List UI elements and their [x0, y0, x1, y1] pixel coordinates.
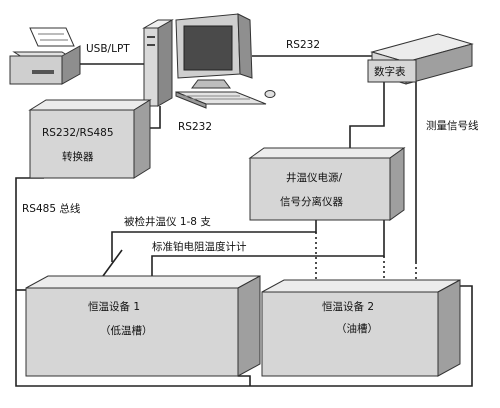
- rs485-bus-label: RS485 总线: [22, 202, 81, 215]
- rs232-cable-converter: [148, 106, 161, 129]
- bath-1-box: [25, 275, 261, 377]
- connection-lines: [15, 55, 473, 387]
- rs232-converter-label: RS232: [178, 121, 212, 133]
- power-splitter-box: [248, 147, 406, 221]
- converter-box: [28, 99, 152, 179]
- power-splitter-label-line2: 信号分离仪器: [280, 195, 343, 208]
- rs232-meter-label: RS232: [286, 39, 320, 51]
- signal-line-label: 测量信号线: [426, 119, 479, 132]
- rs485-bus-line: [15, 177, 473, 387]
- computer-icon: [142, 13, 276, 109]
- tested-thermometers-label: 被检井温仪 1-8 支: [124, 215, 211, 228]
- reference-thermometer-line: [151, 200, 385, 280]
- converter-label-line1: RS232/RS485: [42, 127, 114, 139]
- power-splitter-label-line1: 井温仪电源/: [286, 171, 342, 184]
- meter-power-line: [349, 82, 385, 148]
- converter-label-line2: 转换器: [62, 150, 94, 163]
- reference-thermometer-label: 标准铂电阻温度计计: [152, 240, 247, 253]
- bath-1-label-line2: （低温槽）: [100, 324, 153, 337]
- usb-lpt-label: USB/LPT: [86, 43, 130, 55]
- bath-2-box: [261, 279, 461, 377]
- meter-label: 数字表: [374, 65, 406, 78]
- bath-1-label-line1: 恒温设备 1: [88, 300, 140, 313]
- bath-2-label-line1: 恒温设备 2: [322, 300, 374, 313]
- bath-2-label-line2: （油槽）: [336, 322, 378, 335]
- rs485-bus-bath2: [238, 375, 251, 386]
- digital-meter-box: [367, 33, 474, 85]
- printer-icon: [9, 27, 81, 85]
